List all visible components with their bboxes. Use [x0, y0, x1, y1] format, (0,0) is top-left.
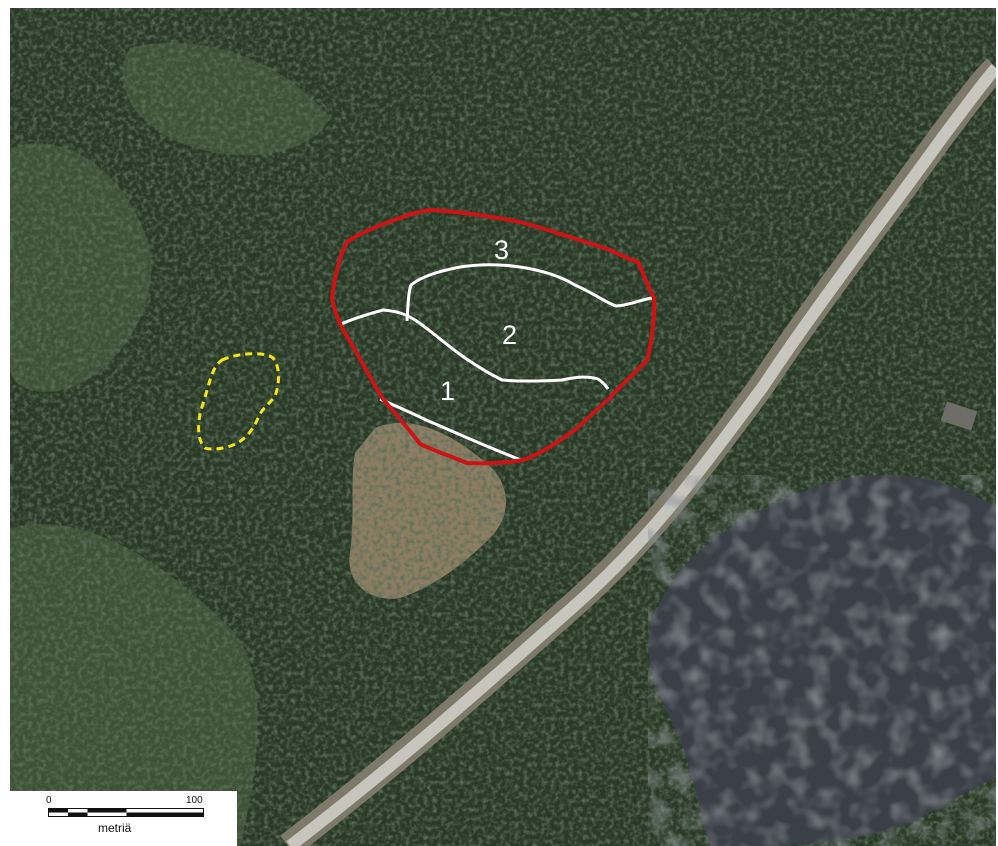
- scale-unit-label: metriä: [98, 821, 132, 835]
- scale-segment: [126, 812, 204, 817]
- scale-bar-panel: 0 100 metriä: [10, 791, 237, 846]
- scale-start-label: 0: [46, 795, 52, 806]
- scale-segment: [48, 808, 68, 813]
- scale-segment: [68, 812, 88, 817]
- target-stand-boundary: [330, 208, 657, 466]
- building: [940, 401, 978, 431]
- aerial-map: 1 2 3: [10, 8, 996, 846]
- scale-end-label: 100: [186, 795, 203, 806]
- plot-label-1: 1: [440, 376, 455, 406]
- aerial-photo: 1 2 3: [10, 8, 996, 846]
- compartment-boundary: [379, 397, 522, 462]
- plot-label-3: 3: [494, 235, 509, 265]
- plot-label-2: 2: [502, 320, 517, 350]
- compartment-boundary: [405, 263, 653, 322]
- scale-segment: [87, 808, 127, 813]
- reference-area-boundary: [197, 352, 280, 451]
- scale-bar: [48, 808, 204, 817]
- road: [286, 63, 996, 846]
- lake-texture: [648, 475, 996, 846]
- compartment-boundary: [340, 308, 610, 390]
